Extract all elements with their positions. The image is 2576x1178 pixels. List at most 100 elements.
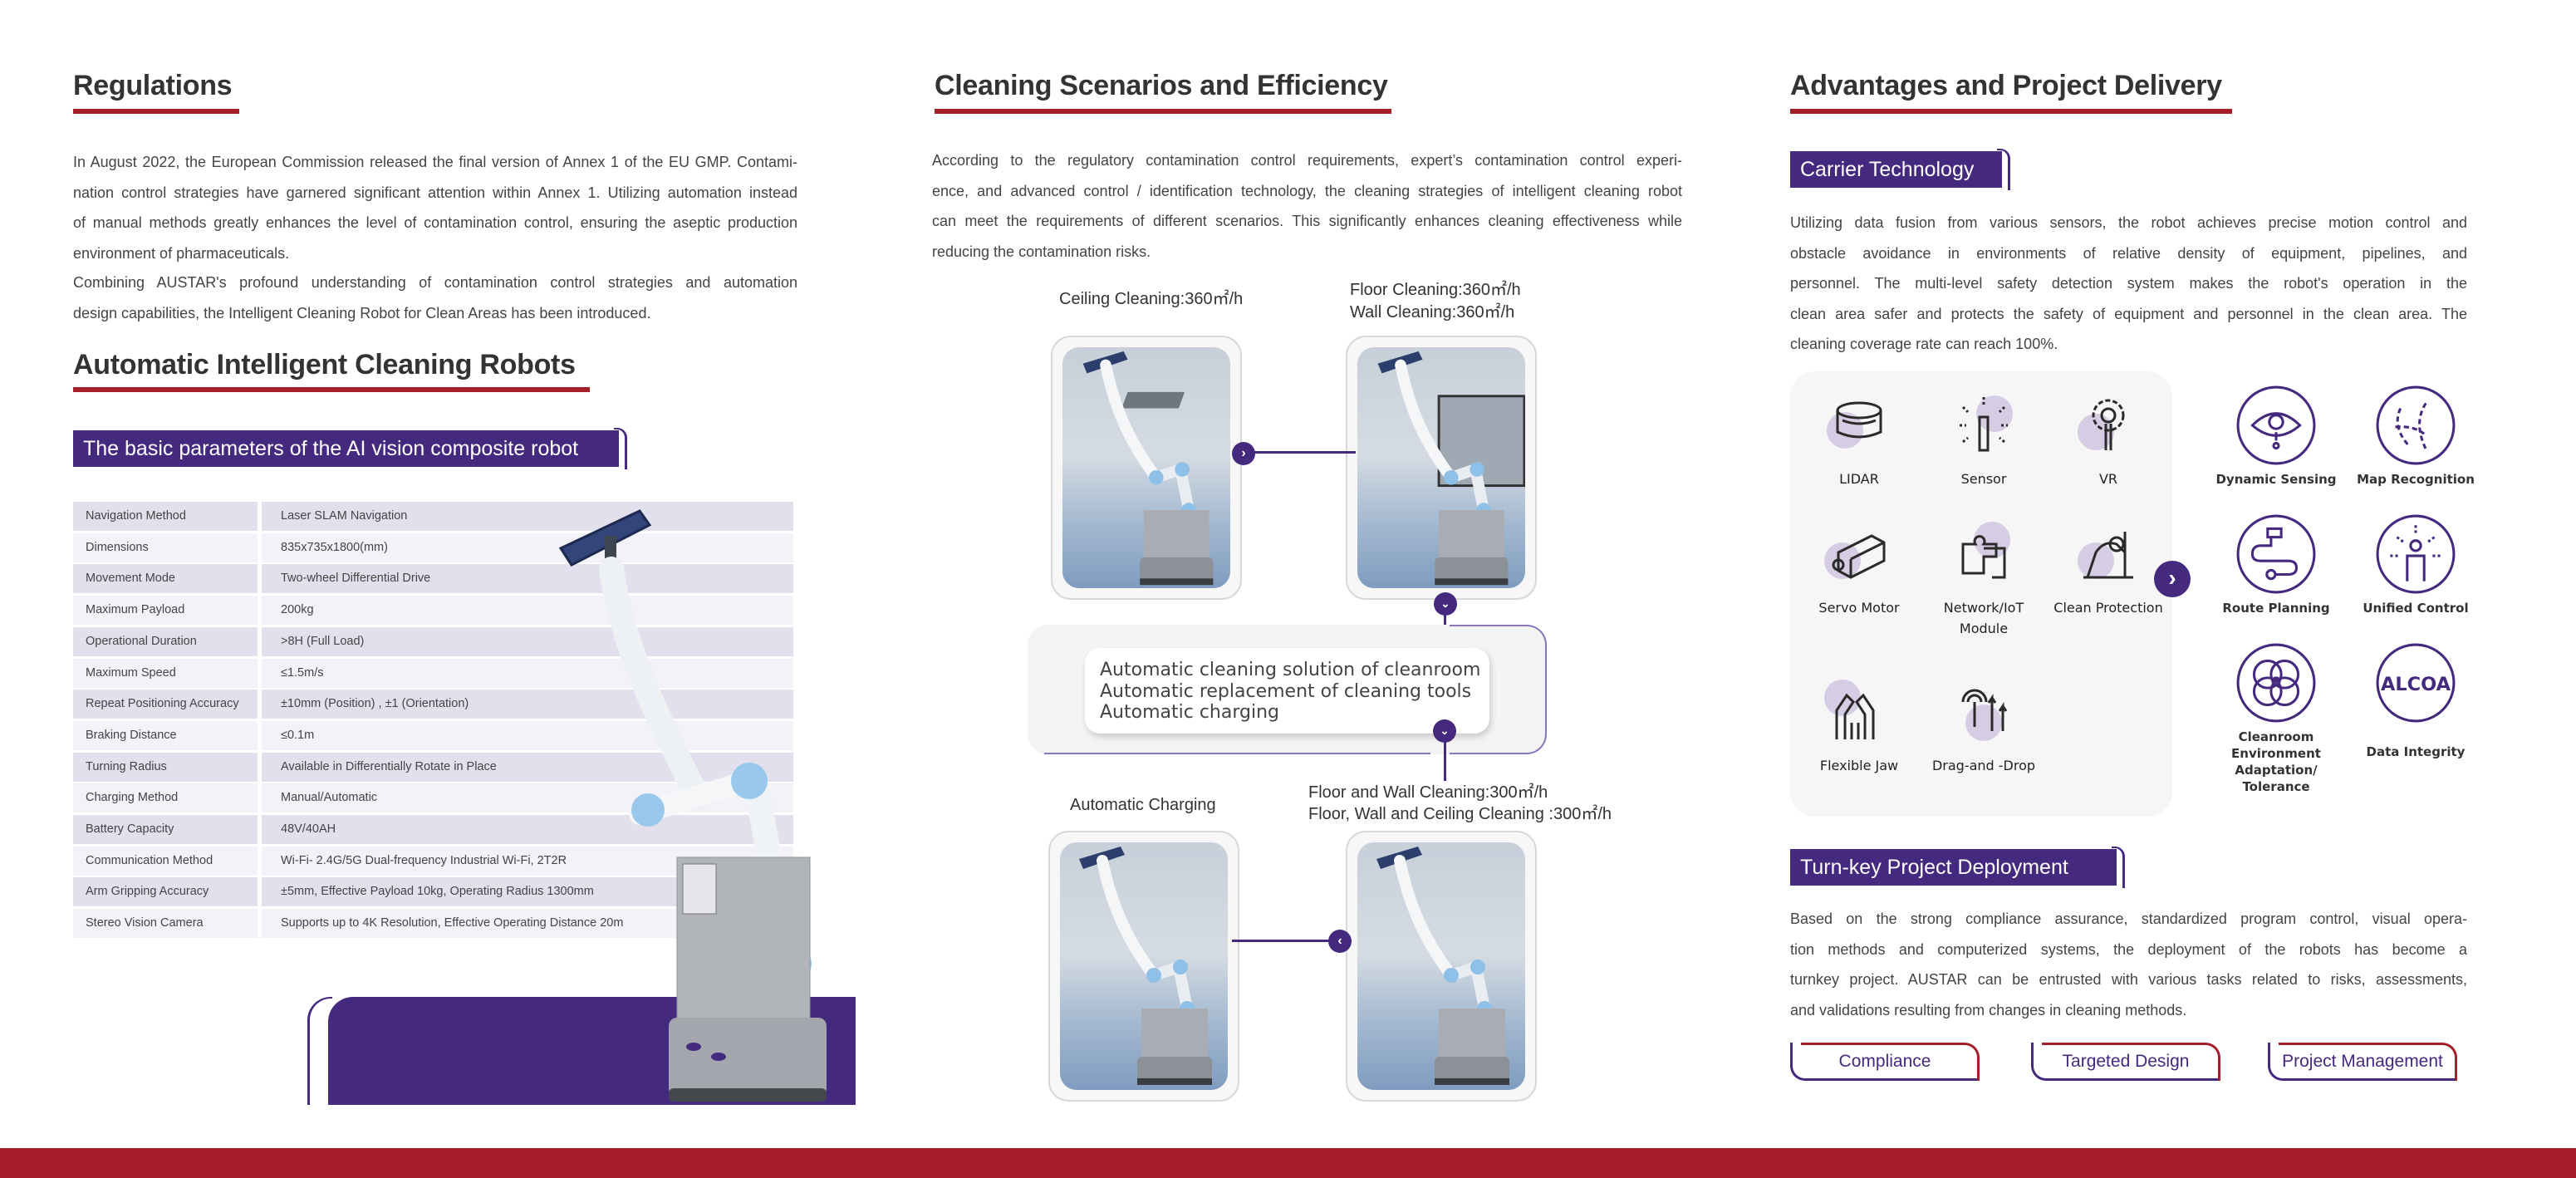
paragraph-line: obstacle avoidance in environments of re… [1790,244,2467,262]
drag-drop-icon [1961,689,2008,741]
paragraph-line: Combining AUSTAR's profound understandin… [73,274,797,291]
tag-targeted-design[interactable]: Targeted Design [2031,1043,2220,1081]
tech-item: Sensor [1921,390,2046,489]
param-value: ≤0.1m [262,720,793,750]
route-icon [2236,514,2316,594]
title-underline [1790,109,2232,114]
automatic-charging-photo [1060,842,1228,1090]
paragraph-line: personnel. The multi-level safety detect… [1790,275,2467,292]
carrier-technology-banner: Carrier Technology [1790,149,2010,190]
carrier-paragraph: Utilizing data fusion from various senso… [1790,208,2467,360]
capability-label: Map Recognition [2357,472,2475,487]
table-row: Operational Duration>8H (Full Load) [73,626,793,656]
capability-item: Cleanroom Environment Adaptation/ Tolera… [2206,642,2347,795]
paragraph-line: and validations resulting from changes i… [1790,1001,2187,1018]
lidar-icon [1827,401,1882,449]
capability-item: Dynamic Sensing [2206,385,2347,488]
clean-protection-icon [2078,532,2133,579]
turnkey-banner: Turn-key Project Deployment [1790,847,2125,888]
robots-title: Automatic Intelligent Cleaning Robots [73,349,576,380]
param-label: Battery Capacity [73,815,258,844]
table-row: Braking Distance≤0.1m [73,720,793,750]
scenarios-paragraph: According to the regulatory contaminatio… [932,145,1682,267]
solution-line: Automatic charging [1100,702,1279,723]
tech-item: VR [2046,390,2171,489]
param-label: Communication Method [73,846,258,876]
paragraph-line: In August 2022, the European Commission … [73,154,797,170]
banner-bracket [1997,149,2010,190]
paragraph-line: clean area safer and protects the safety… [1790,305,2467,322]
banner-bracket [614,428,627,469]
param-value: 200kg [262,596,793,626]
tech-item-label: Flexible Jaw [1819,758,1899,773]
next-arrow-button[interactable]: › [2154,561,2191,597]
flexible-jaw-icon [1824,680,1875,739]
param-label: Movement Mode [73,564,258,594]
title-underline [73,109,239,114]
person-control-icon [2376,514,2456,594]
puzzle-icon [1961,522,2010,579]
connector-line [1444,615,1446,625]
servo-motor-icon [1824,534,1886,579]
ceiling-cleaning-photo [1062,347,1230,588]
paragraph-line: turnkey project. AUSTAR can be entrusted… [1790,971,2467,989]
down-arrow-button[interactable]: ⌄ [1434,592,1457,616]
panel-border-accent-bottom [1044,753,1430,754]
sensor-icon [1960,395,2013,452]
turnkey-banner-label: Turn-key Project Deployment [1800,856,2068,879]
floor-wall-ceiling-photo [1357,842,1525,1090]
connector-line [1250,451,1356,454]
down-arrow-button[interactable]: ⌄ [1433,719,1456,743]
tech-item: LIDAR [1797,390,1921,489]
param-label: Operational Duration [73,626,258,656]
capability-item: Route Planning [2206,513,2347,616]
alcoa-icon: ALCOA [2376,643,2456,723]
paragraph-line: can meet the requirements of different s… [932,213,1682,230]
tag-label: Targeted Design [2062,1052,2190,1071]
ceiling-cleaning-label: Ceiling Cleaning:360㎡/h [1059,290,1244,308]
param-value: 835x735x1800(mm) [262,533,793,562]
panel-bracket [307,997,332,1105]
tech-item-label: Clean Protection [2053,600,2163,616]
vr-gear-icon [2078,399,2125,450]
ceiling-cleaning-photo-card [1051,336,1242,600]
regulations-paragraph-1: In August 2022, the European Commission … [73,147,797,268]
title-underline [73,387,590,392]
tag-project-management[interactable]: Project Management [2268,1043,2457,1081]
solution-summary-box: Automatic cleaning solution of cleanroom… [1085,648,1489,734]
paragraph-line: ence, and advanced control / identificat… [932,182,1682,199]
param-label: Charging Method [73,783,258,813]
previous-arrow-button[interactable]: ‹ [1328,930,1352,953]
tech-item: Servo Motor [1797,519,1921,618]
title-underline [935,109,1391,114]
solution-line: Automatic replacement of cleaning tools [1100,680,1472,702]
param-label: Braking Distance [73,720,258,750]
tech-item: Drag-and -Drop [1921,677,2046,776]
floor-wall-ceiling-cleaning-label: Floor, Wall and Ceiling Cleaning :300㎡/h [1308,805,1612,823]
next-arrow-button[interactable]: › [1232,442,1255,465]
turnkey-paragraph: Based on the strong compliance assurance… [1790,904,2467,1025]
eye-icon [2236,385,2316,465]
map-icon [2376,385,2456,465]
tag-label: Project Management [2282,1052,2443,1071]
connector-line [1444,731,1446,781]
paragraph-line: design capabilities, the Intelligent Cle… [73,304,651,321]
param-value: Laser SLAM Navigation [262,502,793,531]
regulations-paragraph-2: Combining AUSTAR's profound understandin… [73,268,797,328]
paragraph-line: Utilizing data fusion from various senso… [1790,214,2467,231]
capability-label: Cleanroom Environment Adaptation/ Tolera… [2231,729,2321,794]
footer-bar [0,1148,2576,1178]
tech-item-label: Network/IoT Module [1943,600,2024,636]
capability-item: Unified Control [2345,513,2486,616]
automatic-charging-photo-card [1048,831,1239,1102]
carrier-technology-label: Carrier Technology [1800,158,1975,181]
tag-compliance[interactable]: Compliance [1790,1043,1980,1081]
scenarios-title: Cleaning Scenarios and Efficiency [935,70,1388,101]
capability-item: Map Recognition [2345,385,2486,488]
table-row: Maximum Speed≤1.5m/s [73,658,793,688]
param-label: Arm Gripping Accuracy [73,877,258,907]
